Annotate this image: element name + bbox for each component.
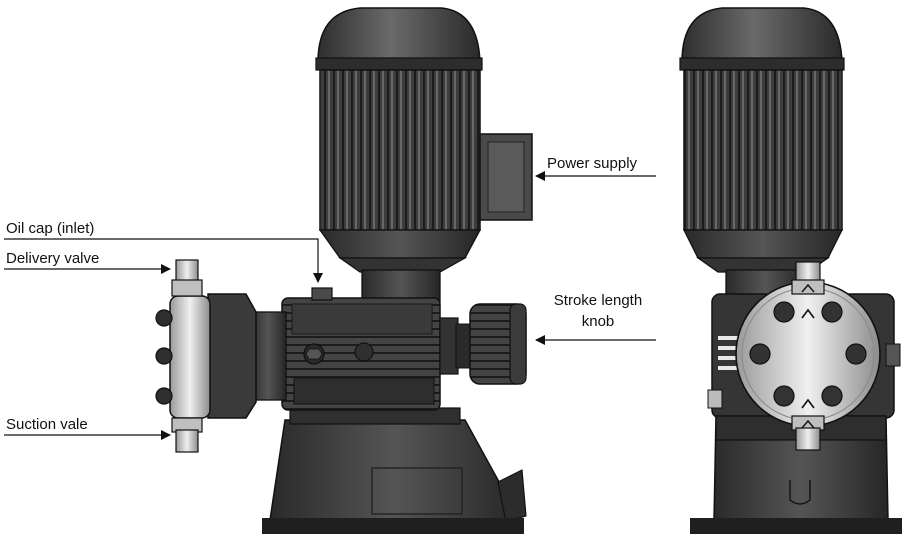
callout-suction-valve: Suction vale bbox=[4, 416, 171, 440]
gearbox-body bbox=[281, 297, 441, 411]
motor-housing bbox=[318, 69, 482, 273]
pump-head bbox=[155, 293, 287, 419]
front-suction-valve bbox=[791, 415, 825, 451]
power-supply-box bbox=[479, 133, 533, 221]
delivery-valve bbox=[171, 259, 203, 297]
front-pump-head-plate bbox=[735, 281, 881, 427]
front-motor-housing bbox=[682, 69, 844, 273]
callout-oil-cap: Oil cap (inlet) bbox=[4, 220, 323, 283]
front-motor-cap bbox=[679, 7, 845, 71]
label-stroke-length-line2: knob bbox=[582, 313, 615, 330]
callout-stroke-length-knob: Stroke length knob bbox=[535, 292, 656, 345]
motor-neck bbox=[361, 269, 441, 303]
motor-cap bbox=[315, 7, 483, 71]
callout-power-supply: Power supply bbox=[535, 155, 656, 181]
front-delivery-valve bbox=[791, 261, 825, 295]
label-power-supply: Power supply bbox=[547, 155, 638, 172]
label-delivery-valve: Delivery valve bbox=[6, 250, 99, 267]
pump-base bbox=[262, 407, 527, 534]
label-stroke-length-line1: Stroke length bbox=[554, 292, 642, 309]
pump-front-view bbox=[679, 7, 902, 534]
oil-cap bbox=[311, 287, 333, 301]
label-oil-cap: Oil cap (inlet) bbox=[6, 220, 94, 237]
label-suction-valve: Suction vale bbox=[6, 416, 88, 433]
front-pump-base bbox=[690, 415, 902, 534]
callout-delivery-valve: Delivery valve bbox=[4, 250, 171, 274]
stroke-length-knob bbox=[439, 303, 527, 385]
suction-valve bbox=[171, 417, 203, 453]
pump-side-view bbox=[155, 7, 533, 534]
